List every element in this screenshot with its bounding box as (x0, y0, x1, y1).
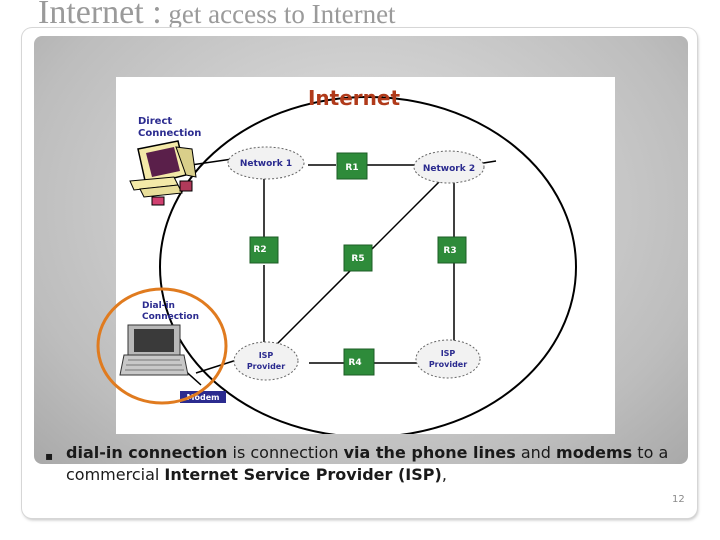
text-is-connection: is connection (227, 443, 344, 462)
isp-right-label-2: Provider (429, 360, 467, 369)
direct-label-1: Direct (138, 116, 172, 127)
body-paragraph: dial-in connection is connection via the… (66, 442, 676, 486)
title-main: Internet : (38, 0, 162, 31)
isp-left-label-1: ISP (259, 351, 274, 360)
router-r5-label: R5 (351, 254, 364, 264)
text-phone-lines: via the phone lines (343, 443, 516, 462)
page-number: 12 (672, 494, 685, 505)
network1-label: Network 1 (240, 159, 292, 169)
desktop-computer-icon (129, 140, 197, 206)
network1-cloud: Network 1 (227, 146, 305, 180)
router-r3: R3 (437, 236, 467, 264)
slide-title: Internet : get access to Internet (38, 0, 396, 32)
internet-diagram: Internet Network 1 Network 2 (116, 77, 615, 438)
text-commercial: to a commercial (66, 443, 669, 484)
router-r4-label: R4 (348, 358, 361, 368)
dialin-label-1: Dial-in (142, 301, 175, 311)
network2-label: Network 2 (423, 164, 475, 174)
isp-left-cloud: ISP Provider (233, 341, 299, 381)
router-r1: R1 (336, 152, 368, 180)
laptop-icon (119, 324, 189, 376)
text-isp: Internet Service Provider (ISP) (164, 465, 442, 484)
router-r2-label: R2 (253, 245, 266, 255)
modem-box: Modem (180, 391, 226, 403)
router-r2: R2 (249, 236, 279, 264)
text-and: and (515, 443, 557, 462)
highlight-ring (96, 287, 228, 405)
diagram-svg: Internet Network 1 Network 2 (119, 86, 577, 438)
text-comma: , (441, 465, 447, 484)
title-sub: get access to Internet (161, 0, 396, 29)
internet-heading: Internet (308, 86, 400, 110)
router-r5: R5 (343, 244, 373, 272)
bullet-icon: ▪ (45, 449, 54, 463)
modem-label: Modem (187, 393, 220, 402)
network2-cloud: Network 2 (413, 150, 485, 184)
router-r4: R4 (343, 348, 375, 376)
router-r3-label: R3 (443, 246, 456, 256)
router-r1-label: R1 (345, 163, 358, 173)
text-modems: modems (556, 443, 633, 462)
isp-left-label-2: Provider (247, 362, 285, 371)
dialin-label-2: Connection (142, 312, 199, 322)
isp-right-cloud: ISP Provider (415, 339, 481, 379)
isp-right-label-1: ISP (441, 349, 456, 358)
direct-label-2: Connection (138, 128, 201, 139)
text-dialin: dial-in connection (66, 443, 228, 462)
